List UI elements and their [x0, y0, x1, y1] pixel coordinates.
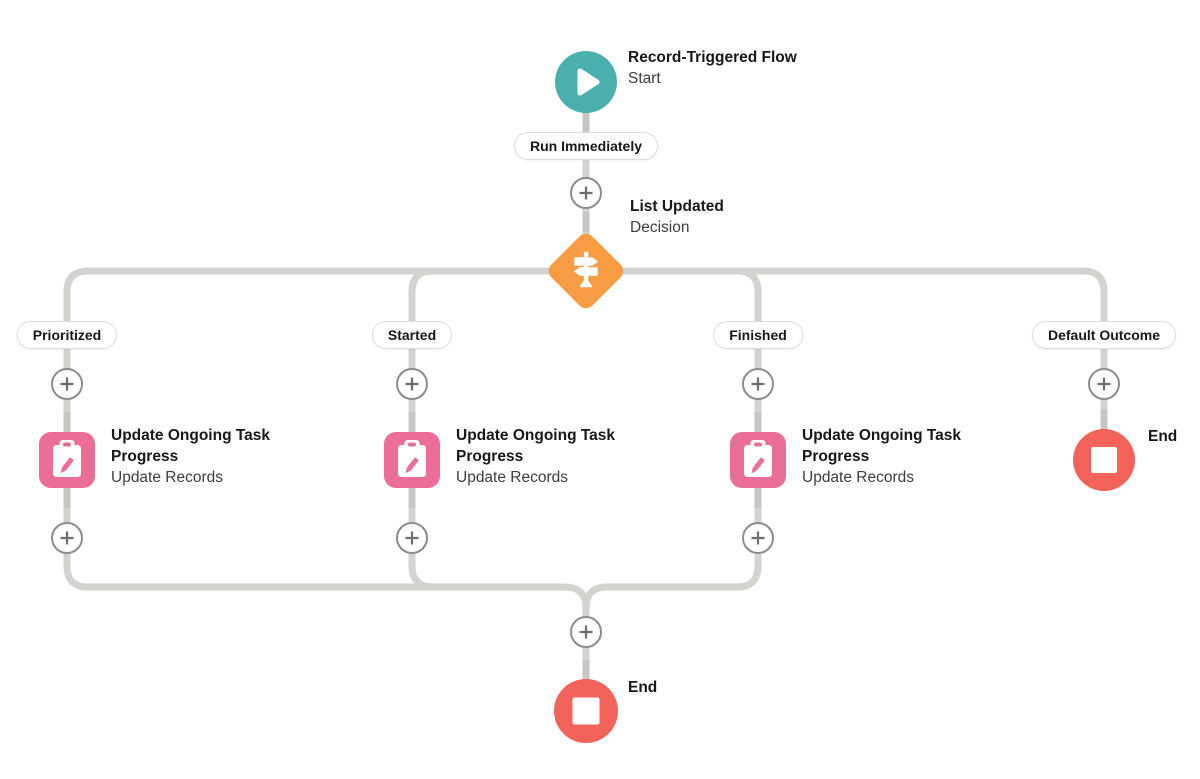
clipboard-pencil-icon	[398, 440, 426, 477]
node-title: Update Ongoing Task Progress	[802, 427, 962, 465]
update-records-node-2[interactable]	[384, 432, 440, 488]
connector-stub	[408, 412, 416, 432]
clipboard-pencil-icon	[744, 440, 772, 477]
clipboard-pencil-icon	[53, 440, 81, 477]
play-icon	[577, 68, 600, 96]
decision-node-label: List Updated Decision	[630, 196, 724, 238]
connector-stub	[63, 488, 71, 508]
add-element-button[interactable]	[742, 368, 774, 400]
node-title: Update Ongoing Task Progress	[111, 427, 271, 465]
node-title: End	[1148, 428, 1178, 445]
add-element-button[interactable]	[1088, 368, 1120, 400]
node-subtitle: Update Records	[111, 469, 224, 486]
connector-stub	[582, 660, 590, 680]
node-title: Update Ongoing Task Progress	[456, 427, 616, 465]
update-records-label-1: Update Ongoing Task Progress Update Reco…	[111, 425, 311, 488]
connector-branch2-corner	[408, 267, 434, 293]
update-records-node-1[interactable]	[39, 432, 95, 488]
add-element-button[interactable]	[51, 368, 83, 400]
end-node-default-outcome[interactable]	[1073, 429, 1135, 491]
connector-stub	[63, 412, 71, 432]
connector-branch3-corner	[736, 267, 762, 293]
add-element-button[interactable]	[570, 616, 602, 648]
end-node-main[interactable]	[554, 679, 618, 743]
connector-stub	[408, 488, 416, 508]
node-title: End	[628, 679, 658, 696]
add-element-button[interactable]	[51, 522, 83, 554]
decision-subtitle: Decision	[630, 219, 690, 236]
connector-stub	[1100, 410, 1108, 430]
connector-stub	[754, 488, 762, 508]
add-element-button[interactable]	[396, 368, 428, 400]
start-subtitle: Start	[628, 70, 661, 87]
end-default-label: End	[1148, 426, 1177, 447]
outcome-label-finished: Finished	[713, 321, 803, 349]
start-node[interactable]	[555, 51, 617, 113]
end-main-label: End	[628, 677, 657, 698]
connector-branch3-to-merge	[582, 290, 762, 609]
connector-stub	[582, 212, 590, 232]
outcome-label-started: Started	[371, 321, 453, 349]
plus-icon	[405, 377, 419, 391]
plus-icon	[579, 186, 593, 200]
add-element-button[interactable]	[570, 177, 602, 209]
decision-title: List Updated	[630, 198, 724, 215]
start-node-label: Record-Triggered Flow Start	[628, 47, 797, 89]
add-element-button[interactable]	[396, 522, 428, 554]
node-subtitle: Update Records	[456, 469, 569, 486]
connector-stub	[582, 112, 590, 132]
start-title: Record-Triggered Flow	[628, 49, 797, 66]
plus-icon	[751, 531, 765, 545]
plus-icon	[1097, 377, 1111, 391]
connector-branch2-to-merge	[408, 290, 434, 591]
node-subtitle: Update Records	[802, 469, 915, 486]
signpost-icon	[574, 251, 598, 288]
plus-icon	[60, 531, 74, 545]
update-records-label-3: Update Ongoing Task Progress Update Reco…	[802, 425, 1002, 488]
plus-icon	[579, 625, 593, 639]
update-records-label-2: Update Ongoing Task Progress Update Reco…	[456, 425, 656, 488]
outcome-label-prioritized: Prioritized	[16, 321, 118, 349]
plus-icon	[751, 377, 765, 391]
decision-node[interactable]	[544, 229, 628, 313]
stop-icon	[1091, 447, 1117, 473]
outcome-label-default: Default Outcome	[1031, 321, 1177, 349]
update-records-node-3[interactable]	[730, 432, 786, 488]
stop-icon	[572, 697, 600, 725]
plus-icon	[60, 377, 74, 391]
add-element-button[interactable]	[742, 522, 774, 554]
plus-icon	[405, 531, 419, 545]
connector-stub	[754, 412, 762, 432]
run-immediately-label: Run Immediately	[513, 132, 659, 160]
